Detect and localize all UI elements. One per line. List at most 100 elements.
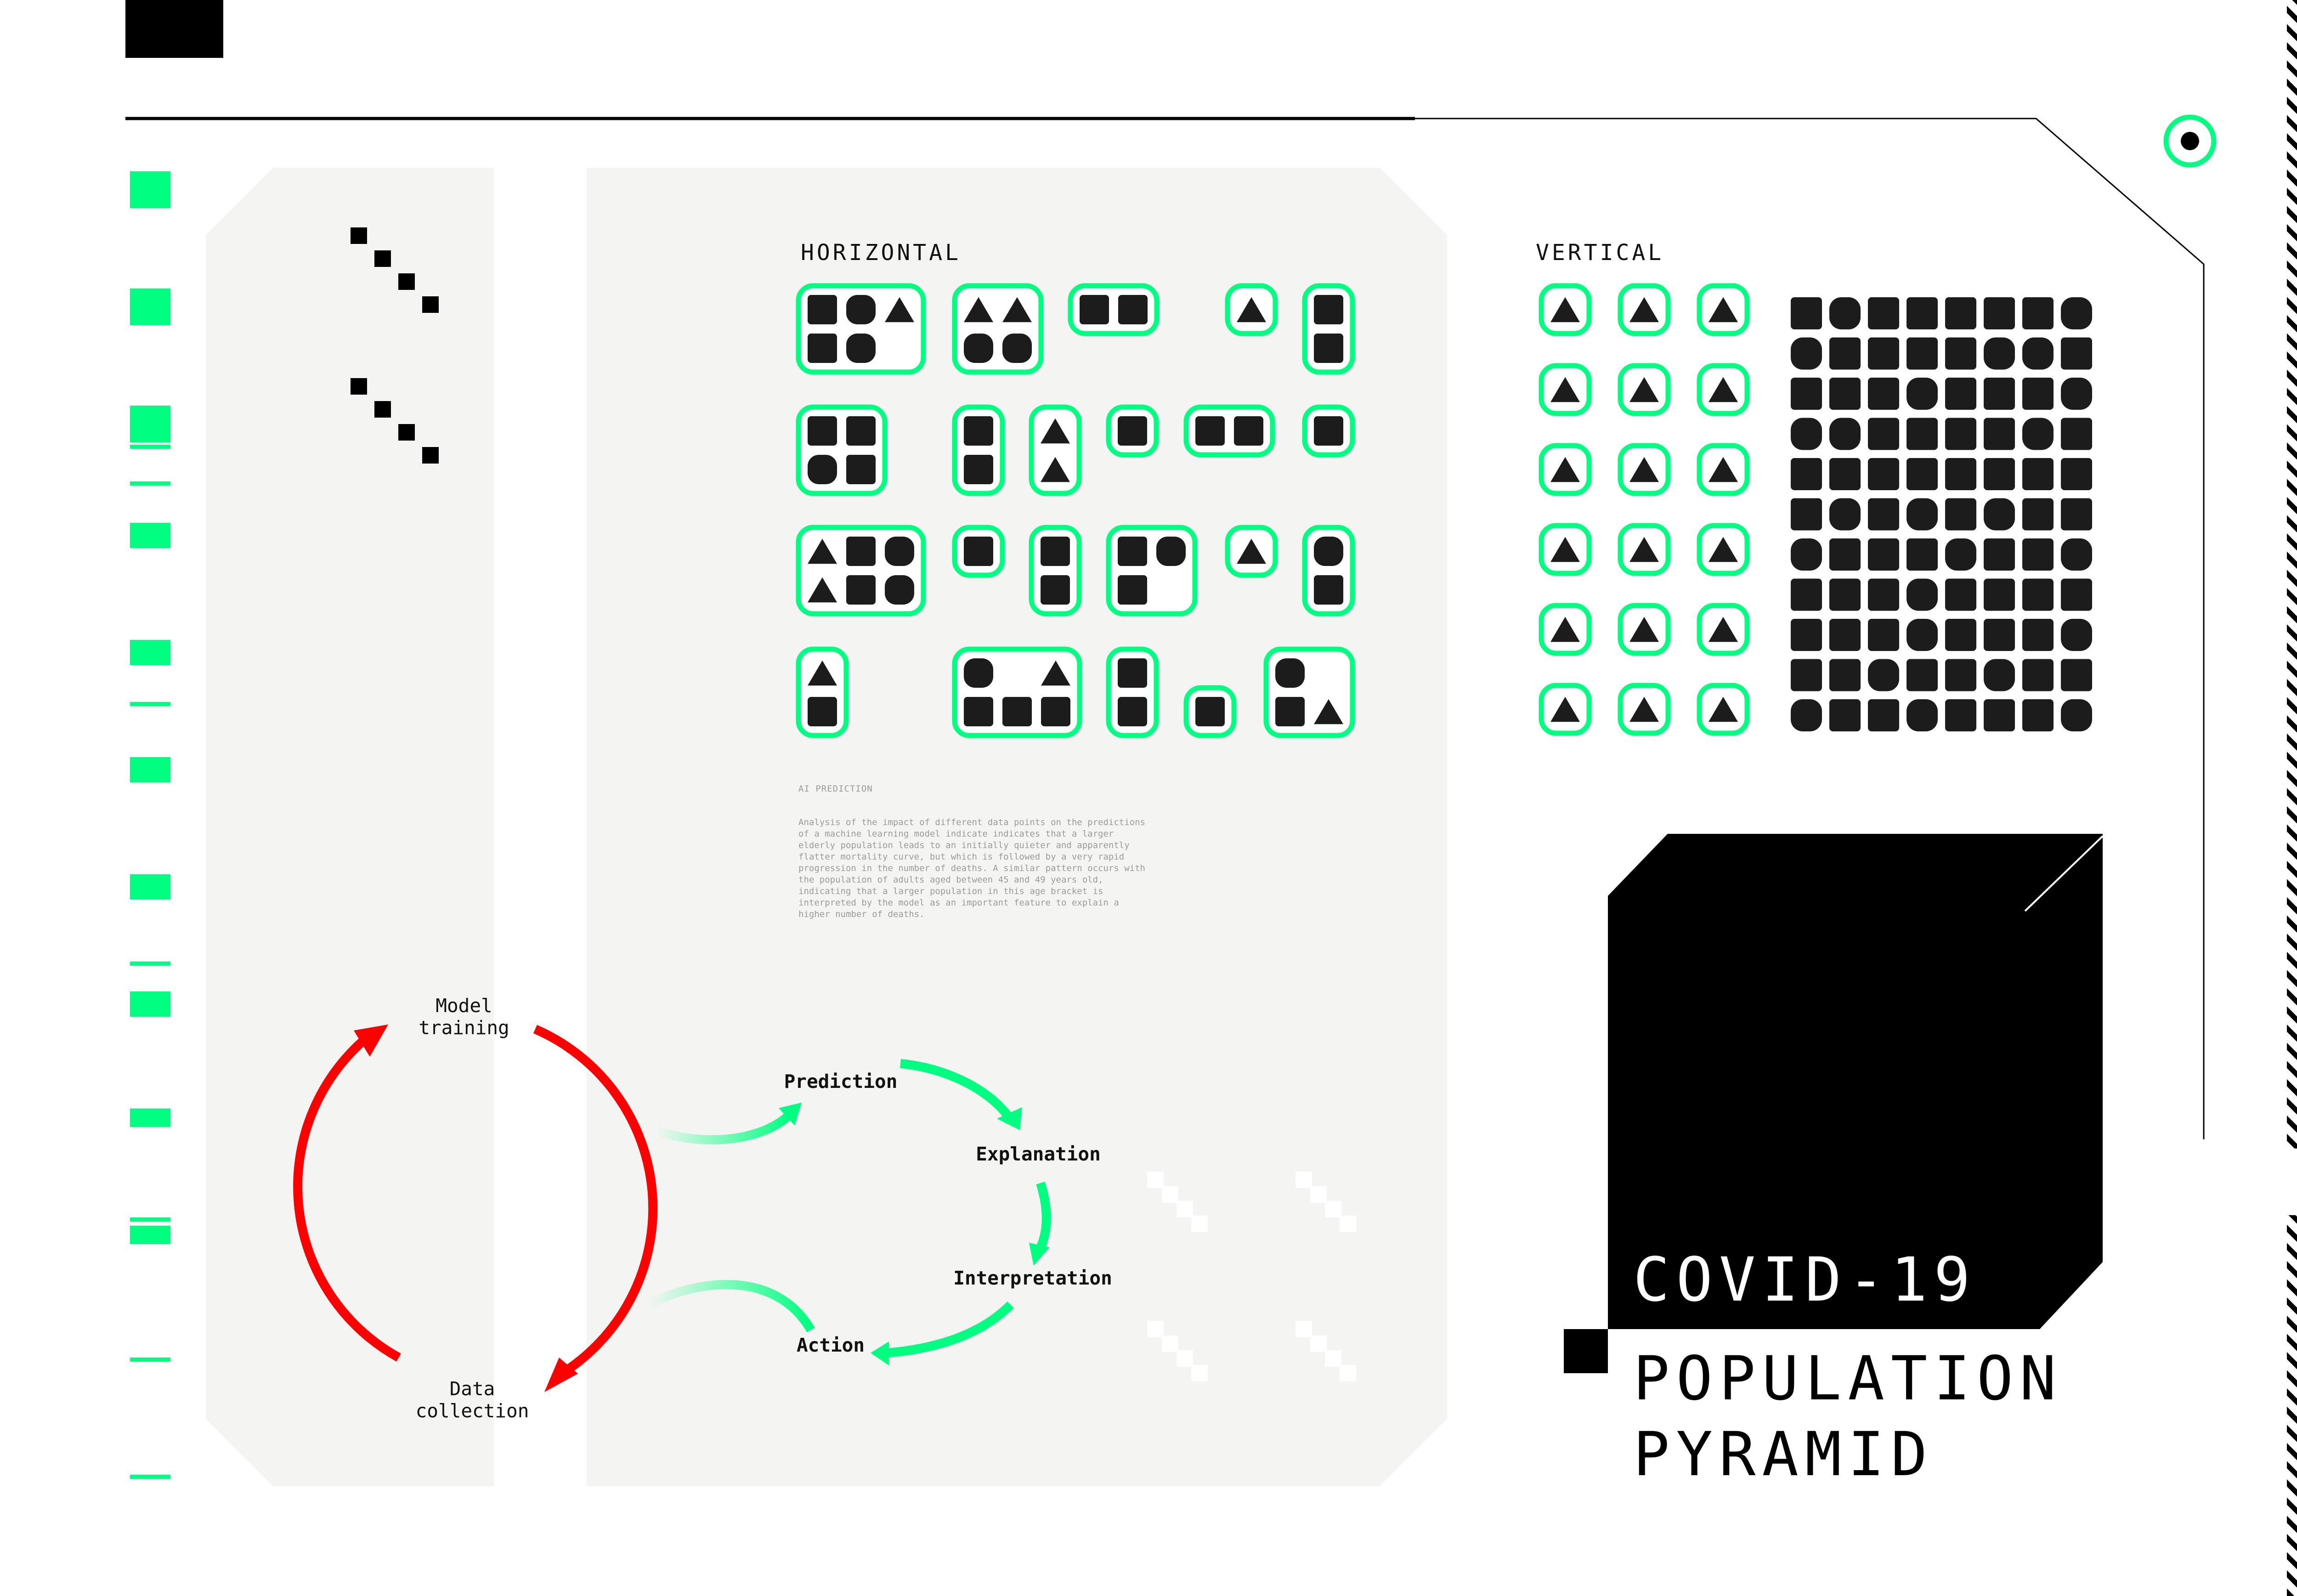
scale-block <box>130 1109 170 1127</box>
matrix-cell <box>1868 538 1899 571</box>
matrix-cell <box>2022 297 2054 329</box>
matrix-cell <box>1945 699 1976 731</box>
matrix-cell <box>1791 578 1822 611</box>
triangle-icon <box>1550 696 1580 722</box>
step-square <box>374 250 391 267</box>
circle-icon <box>964 334 993 363</box>
hatch-strip-top <box>2287 0 2297 1149</box>
matrix-cell <box>1945 578 1976 611</box>
label-model-training: Model training <box>419 995 509 1039</box>
scale-block <box>130 406 170 442</box>
square-icon <box>808 295 837 324</box>
square-icon <box>1118 295 1148 324</box>
triangle-icon <box>808 538 837 564</box>
square-icon <box>846 416 876 446</box>
step-square <box>351 227 367 244</box>
triangle-icon <box>808 577 837 603</box>
matrix-cell <box>1984 458 2015 490</box>
triangle-icon <box>885 297 914 323</box>
matrix-cell <box>1907 578 1938 611</box>
matrix-cell <box>2022 699 2054 731</box>
matrix-cell <box>1984 619 2015 651</box>
triangle-icon <box>1629 377 1659 402</box>
triangle-icon <box>1550 457 1580 482</box>
title-line-3: PYRAMID <box>1633 1419 1934 1490</box>
dark-cell-matrix <box>1791 297 2092 731</box>
green-arrowhead-in-top <box>779 1103 802 1126</box>
diagonal-steps-faint <box>1147 1172 1356 1381</box>
matrix-cell <box>2061 337 2092 370</box>
square-icon <box>1118 537 1147 566</box>
label-action: Action <box>796 1334 865 1356</box>
square-icon <box>1041 537 1070 566</box>
circle-icon <box>846 334 876 363</box>
label-explanation: Explanation <box>976 1143 1101 1165</box>
matrix-cell <box>2061 578 2092 611</box>
matrix-cell <box>1829 498 1861 531</box>
matrix-cell <box>1791 378 1822 410</box>
matrix-cell <box>1868 418 1899 450</box>
outer-cycle-arrows <box>293 1024 658 1392</box>
triangle-icon <box>1629 297 1659 323</box>
matrix-cell <box>1868 297 1899 329</box>
matrix-cell <box>1868 619 1899 651</box>
glyph-capsule <box>1029 404 1082 496</box>
scale-tick <box>130 962 170 966</box>
green-arrow-in-top <box>653 1110 794 1145</box>
green-arrowhead-interp-action <box>871 1341 889 1365</box>
matrix-cell <box>1829 538 1861 571</box>
matrix-cell <box>1868 699 1899 731</box>
square-icon <box>964 455 993 484</box>
square-icon <box>1195 416 1225 446</box>
matrix-cell <box>2022 498 2054 531</box>
matrix-cell <box>1868 378 1899 410</box>
matrix-cell <box>2022 337 2054 370</box>
square-icon <box>846 575 876 605</box>
triangle-icon <box>1550 377 1580 402</box>
step-square <box>398 273 415 290</box>
square-icon <box>1002 697 1032 726</box>
matrix-cell <box>1829 378 1861 410</box>
faint-step <box>1162 1336 1178 1352</box>
matrix-cell <box>2061 538 2092 571</box>
triangle-icon <box>1550 537 1580 562</box>
square-icon <box>1314 295 1343 324</box>
circle-icon <box>1002 334 1032 363</box>
faint-step <box>1310 1336 1327 1352</box>
ai-prediction-title: AI PREDICTION <box>798 784 873 794</box>
matrix-cell <box>2022 458 2054 490</box>
faint-step <box>1162 1186 1178 1203</box>
faint-step <box>1147 1321 1164 1337</box>
title-line-2: POPULATION <box>1633 1343 2063 1414</box>
triangle-icon <box>1709 696 1738 722</box>
square-icon <box>1314 334 1343 363</box>
matrix-cell <box>1829 699 1861 731</box>
matrix-cell <box>1984 659 2015 691</box>
matrix-cell <box>2061 659 2092 691</box>
scale-block <box>130 171 170 208</box>
green-arrowhead-pred-expl <box>997 1107 1022 1130</box>
scale-tick <box>130 1475 170 1479</box>
matrix-cell <box>1984 498 2015 531</box>
vertical-glyph-grid <box>1539 283 1750 736</box>
matrix-cell <box>1984 297 2015 329</box>
matrix-cell <box>2022 378 2054 410</box>
ai-prediction-block: AI PREDICTION Analysis of the impact of … <box>798 784 1148 920</box>
square-icon <box>964 416 993 446</box>
matrix-cell <box>1791 619 1822 651</box>
faint-step <box>1191 1216 1208 1232</box>
matrix-cell <box>1791 659 1822 691</box>
matrix-cell <box>1907 378 1938 410</box>
matrix-cell <box>1791 458 1822 490</box>
corner-block <box>125 0 223 58</box>
title-box-slash <box>2024 835 2104 912</box>
faint-step <box>1296 1321 1312 1337</box>
faint-step <box>1147 1172 1164 1188</box>
matrix-cell <box>1984 378 2015 410</box>
matrix-cell <box>1829 458 1861 490</box>
square-icon <box>1118 697 1147 726</box>
matrix-cell <box>1945 458 1976 490</box>
square-icon <box>1041 575 1070 605</box>
